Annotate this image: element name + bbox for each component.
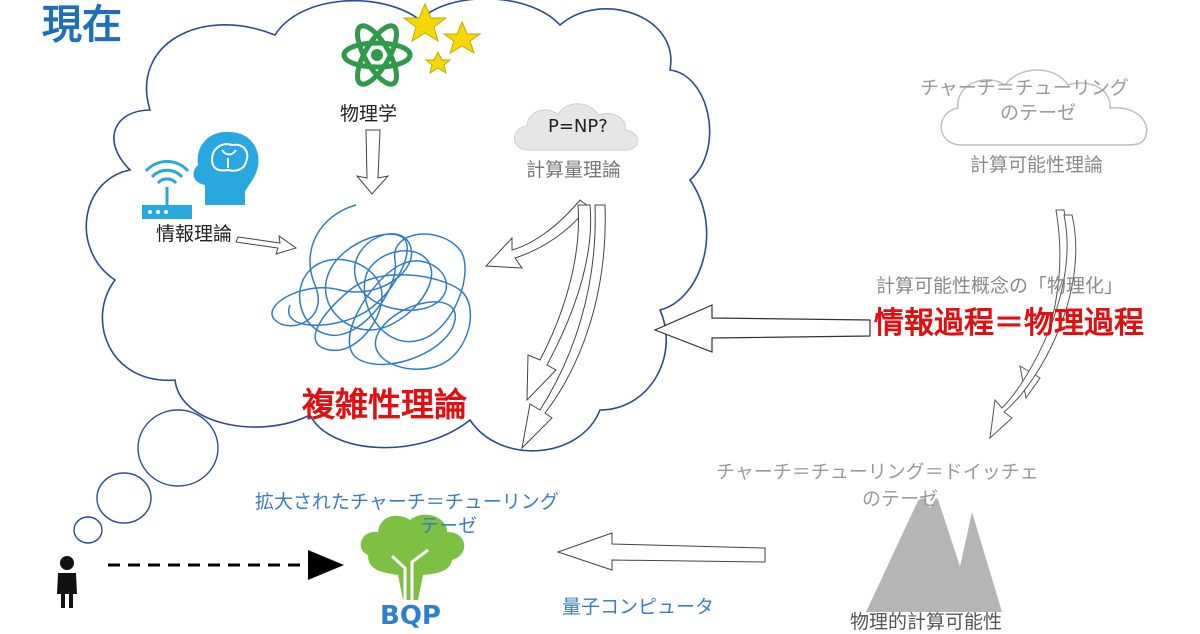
label-information-theory: 情報理論	[156, 223, 233, 245]
label-computability-theory: 計算可能性理論	[970, 154, 1104, 176]
label-quantum-computer: 量子コンピュータ	[562, 596, 715, 618]
arrow-info-to-complexity	[235, 234, 298, 255]
tree-icon	[360, 514, 465, 600]
arrow-cc-long-2	[521, 204, 606, 450]
church-turing-cloud	[940, 69, 1148, 146]
brain-head-icon	[193, 131, 259, 205]
label-ctd-line1: チャーチ＝チューリング＝ドイッチェ	[716, 461, 1039, 483]
mountain-icon	[866, 475, 1002, 612]
label-info-equals-physical: 情報過程＝物理過程	[874, 306, 1144, 341]
arrow-cc-long	[526, 204, 592, 402]
label-physicalization: 計算可能性概念の「物理化」	[876, 275, 1124, 297]
arrow-physicalization	[653, 304, 871, 353]
label-extended-ct-line1: 拡大されたチャーチ＝チューリング	[255, 491, 559, 513]
label-complexity-science: 複雑性理論	[302, 385, 467, 424]
thought-bubble-medium	[96, 472, 152, 524]
wifi-router-icon	[142, 160, 192, 219]
person-icon	[57, 556, 77, 608]
label-physical-computability: 物理的計算可能性	[850, 611, 1003, 633]
label-ctd-line2: のテーゼ	[862, 488, 939, 510]
label-extended-ct-line2: テーゼ	[420, 515, 478, 537]
complexity-scribble	[271, 204, 472, 370]
thought-bubble-small	[73, 516, 103, 544]
label-bqp: BQP	[380, 601, 441, 631]
arrow-physics-to-complexity	[355, 129, 390, 195]
page-title: 現在	[42, 2, 122, 48]
atom-icon	[341, 23, 413, 87]
arrow-cc-to-complexity	[484, 199, 589, 269]
arrow-computability-to-ctd-2	[989, 214, 1077, 440]
label-church-turing-line1: チャーチ＝チューリング	[920, 77, 1129, 99]
thought-bubble-large	[137, 409, 219, 487]
label-physics: 物理学	[340, 103, 398, 125]
cloud-icon	[513, 103, 639, 151]
label-p-np: P=NP?	[548, 116, 608, 137]
arrow-qc-to-bqp	[556, 532, 766, 571]
label-church-turing-line2: のテーゼ	[1000, 102, 1077, 124]
star-icon	[402, 2, 482, 75]
label-complexity-theory: 計算量理論	[526, 159, 622, 181]
